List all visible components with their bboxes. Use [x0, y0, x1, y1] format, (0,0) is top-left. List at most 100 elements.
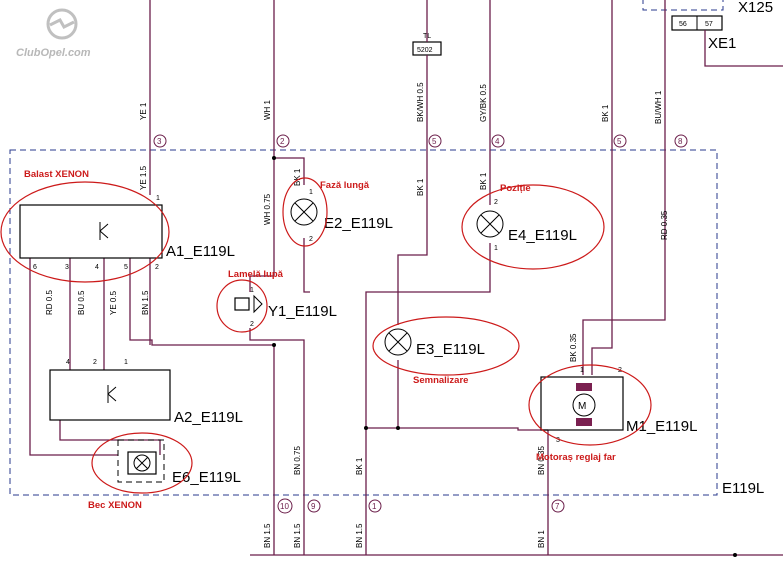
- e6-label: E6_E119L: [172, 469, 241, 486]
- annotation-bec: Bec XENON: [88, 500, 142, 511]
- pin-markers-top: 3 2 5 4 5 8: [153, 134, 688, 148]
- pin-number-bottom-3: 1: [372, 502, 377, 511]
- junction-dot: [272, 343, 276, 347]
- pin-number-top-6: 8: [678, 137, 683, 146]
- m1-pin-3: 3: [556, 437, 560, 444]
- wire-e4-bk: [365, 243, 491, 540]
- tl-value: 5202: [417, 47, 433, 54]
- a2-pin-2: 2: [93, 359, 97, 366]
- wire-bk-m1: [591, 0, 613, 375]
- wire-label-bk1-e4: BK 1: [479, 172, 488, 190]
- lamp-cross-icon: [388, 332, 408, 352]
- junction-dot: [364, 426, 368, 430]
- module-frame: [9, 149, 718, 496]
- e2-label: E2_E119L: [324, 215, 393, 232]
- y1-pin-2: 2: [250, 321, 254, 328]
- y1-pin-1: 1: [250, 287, 254, 294]
- motor-symbol: M: [578, 401, 586, 412]
- component-a1: 1 6 3 4 5 2 A1_E119L: [19, 195, 235, 271]
- annotation-balast: Balast XENON: [24, 169, 89, 180]
- pin-markers-bottom: 10 9 1 7: [277, 498, 565, 514]
- wire-label-ye1: YE 1: [139, 102, 148, 120]
- wire-label-bk1-bottom: BK 1: [355, 457, 364, 475]
- pin-marker-top-6: [674, 134, 688, 148]
- connector-wire: [704, 30, 783, 67]
- pin-marker-bottom-1: [277, 498, 293, 514]
- e4-pin-2: 2: [494, 199, 498, 206]
- wire-label-wh1: WH 1: [263, 99, 272, 120]
- annotation-semnalizare: Semnalizare: [413, 375, 468, 386]
- wire-wh-y1: [249, 275, 274, 292]
- highlight-m1: [528, 364, 652, 446]
- clubopel-logo: ClubOpel.com: [16, 8, 91, 59]
- wire-label-wh075: WH 0.75: [263, 193, 272, 225]
- a1-pin-6: 6: [33, 264, 37, 271]
- e3-label: E3_E119L: [416, 341, 485, 358]
- lamp-cross-icon: [294, 202, 314, 222]
- e6-frame: [117, 439, 165, 483]
- annotation-lamela: Lamelă lupă: [228, 269, 284, 280]
- annotation-faza: Fază lungă: [320, 180, 370, 191]
- wire-buwh-m1: [582, 0, 666, 375]
- pin-marker-top-4: [491, 134, 505, 148]
- m1-body: [540, 376, 624, 431]
- wire-label-buwh: BU/WH 1: [654, 90, 663, 124]
- component-m1: M 1 2 3 M1_E119L: [540, 367, 697, 444]
- a1-pin-4: 4: [95, 264, 99, 271]
- lamp-cross-icon: [480, 214, 500, 234]
- a2-pin-1: 1: [124, 359, 128, 366]
- annotation-pozitie: Poziție: [500, 183, 531, 194]
- a1-body: [19, 204, 163, 259]
- wire-label-bk1-e2: BK 1: [293, 168, 302, 186]
- motor-brush-bottom: [576, 418, 592, 426]
- connector-frame: [642, 0, 724, 11]
- wire-label-bn075: BN 0.75: [293, 446, 302, 475]
- e4-label: E4_E119L: [508, 227, 577, 244]
- highlight-y1: [216, 279, 268, 333]
- e2-pin-1: 1: [309, 189, 313, 196]
- motor-brush-top: [576, 383, 592, 391]
- pin-marker-bottom-2: [307, 499, 321, 513]
- component-e6: E6_E119L: [117, 439, 241, 486]
- wire-y1-bn: [249, 328, 305, 540]
- logo-text: ClubOpel.com: [16, 47, 91, 59]
- wire-bkwh-e3: [397, 55, 428, 325]
- wire-label-bn035: BN 0.35: [537, 446, 546, 475]
- wire-label-bk035: BK 0.35: [569, 333, 578, 362]
- wire-a2-e6: [59, 420, 161, 455]
- a1-pin-1: 1: [156, 195, 160, 202]
- y1-label: Y1_E119L: [268, 303, 337, 320]
- pin-number-top-2: 2: [280, 137, 285, 146]
- wire-label-bn15: BN 1.5: [141, 290, 150, 315]
- highlight-e2: [282, 177, 328, 247]
- a2-label: A2_E119L: [174, 409, 243, 426]
- junction-dot: [733, 553, 737, 557]
- wire-label-ye15: YE 1.5: [139, 165, 148, 190]
- e6-body: [127, 451, 157, 475]
- solenoid-icon: [253, 294, 263, 314]
- a1-pin-3: 3: [65, 264, 69, 271]
- e2-pin-2: 2: [309, 236, 313, 243]
- connector-x125: 56 57 X125 XE1: [642, 0, 783, 67]
- motor-icon: [572, 393, 596, 417]
- opel-bolt-icon: [49, 18, 75, 29]
- pin-number-top-1: 3: [157, 137, 162, 146]
- junctions: [272, 156, 737, 557]
- component-e2: 1 2 E2_E119L: [290, 189, 393, 243]
- wire-label-rd05: RD 0.5: [45, 290, 54, 315]
- pin-marker-top-2: [276, 134, 290, 148]
- junction-dot: [396, 426, 400, 430]
- wire-label-bu05: BU 0.5: [77, 290, 86, 315]
- pin-number-bottom-4: 7: [555, 502, 560, 511]
- component-a2: 4 2 1 A2_E119L: [49, 359, 243, 426]
- a2-body: [49, 369, 171, 421]
- component-y1: 1 2 Y1_E119L: [234, 287, 337, 328]
- highlights: [0, 177, 652, 494]
- wire-bottom-stubs: [273, 540, 549, 555]
- wire-e2-down: [303, 238, 310, 293]
- m1-pin-1: 1: [580, 367, 584, 374]
- highlight-e3: [372, 316, 520, 376]
- pin-marker-top-3: [428, 134, 442, 148]
- wire-label-bottom-1: BN 1.5: [263, 523, 272, 548]
